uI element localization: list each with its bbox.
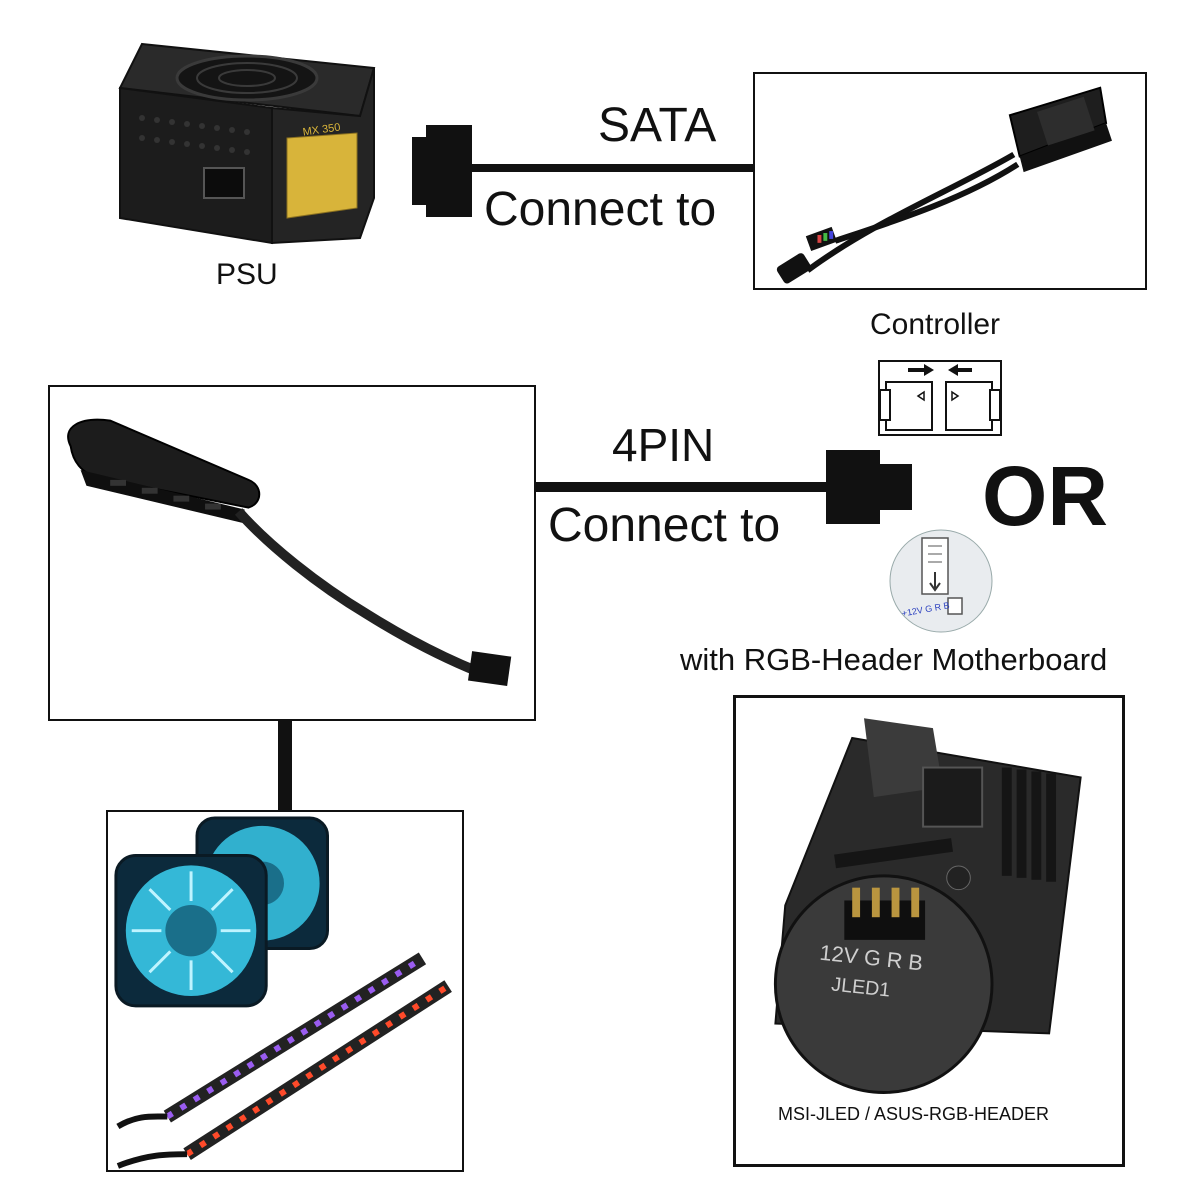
rgb-header-icon: +12V G R B <box>888 528 994 634</box>
header-caption: MSI-JLED / ASUS-RGB-HEADER <box>776 1104 1052 1125</box>
connector-pair-icon <box>878 360 1002 436</box>
four-pin-connector <box>826 450 912 524</box>
controller-box <box>753 72 1147 290</box>
motherboard-box: 12V G R B JLED1 <box>733 695 1125 1167</box>
hub-to-fans-cable <box>278 720 292 812</box>
sata-connector <box>412 125 472 217</box>
controller-label: Controller <box>870 308 1001 341</box>
psu-badge-text: MX 350 <box>302 121 341 138</box>
psu-label: PSU <box>216 258 278 291</box>
connect-to-label-top: Connect to <box>484 183 717 236</box>
fans-strips-box <box>106 810 464 1172</box>
four-pin-label: 4PIN <box>612 419 715 471</box>
rgb-header-motherboard-label: with RGB-Header Motherboard <box>680 642 1108 677</box>
hub-box <box>48 385 536 721</box>
sata-label: SATA <box>598 99 717 152</box>
psu-image: MX 350 <box>112 38 382 248</box>
or-label: OR <box>982 449 1108 543</box>
connect-to-label-bottom: Connect to <box>548 499 781 552</box>
four-pin-cable <box>534 482 830 492</box>
sata-cable <box>470 164 756 172</box>
